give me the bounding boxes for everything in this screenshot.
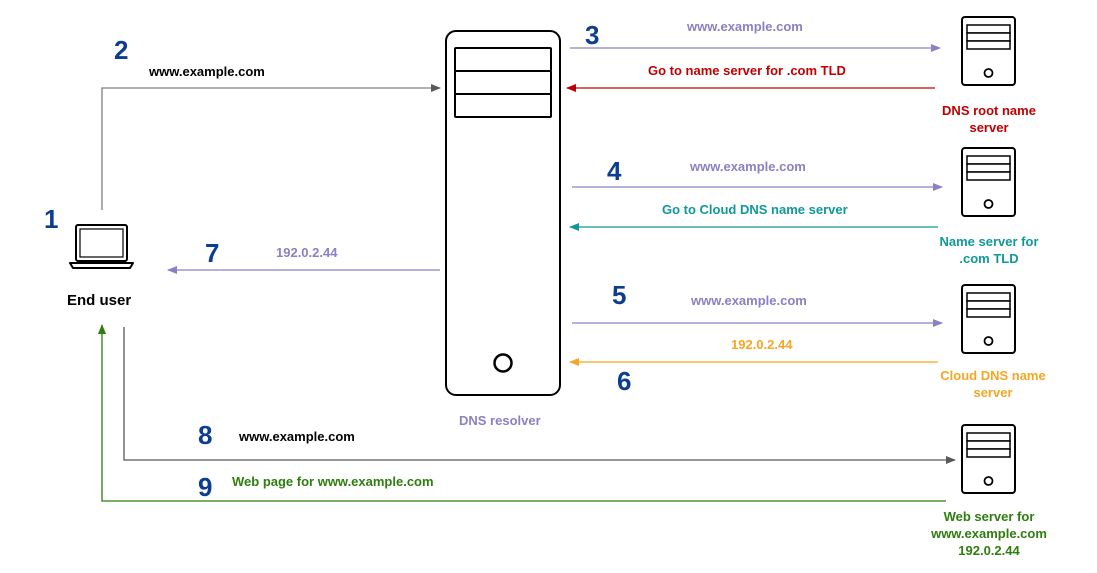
step-number-9: 9	[198, 472, 213, 502]
web-server-label: Web server for www.example.com 192.0.2.4…	[931, 509, 1047, 558]
tld-server-icon	[961, 147, 1016, 217]
edge-7-reply-label: 192.0.2.44	[276, 245, 338, 260]
step-number-6: 6	[617, 366, 632, 396]
cloud-dns-server-icon	[961, 284, 1016, 354]
edge-8-arrow	[123, 327, 956, 464]
edge-9-arrow	[98, 324, 946, 502]
edge-4-query-label: www.example.com	[690, 159, 806, 174]
web-server-icon	[961, 424, 1016, 494]
edge-3-reply-label: Go to name server for .com TLD	[648, 63, 846, 78]
step-number-3: 3	[585, 20, 600, 50]
edge-3-query-label: www.example.com	[687, 19, 803, 34]
step-number-8: 8	[198, 420, 213, 450]
root-server-label: DNS root name server	[942, 103, 1036, 135]
root-server-icon	[961, 16, 1016, 86]
edge-2-arrow	[101, 84, 441, 210]
step-number-1: 1	[44, 204, 59, 234]
tld-server-label: Name server for .com TLD	[939, 234, 1039, 266]
step-number-4: 4	[607, 156, 622, 186]
edge-8-label: www.example.com	[239, 429, 355, 444]
step-number-5: 5	[612, 280, 627, 310]
laptop-icon	[69, 224, 134, 269]
step-number-7: 7	[205, 238, 220, 268]
dns-resolver-server-icon	[445, 30, 561, 396]
step-number-2: 2	[114, 35, 129, 65]
edge-4-reply-label: Go to Cloud DNS name server	[662, 202, 848, 217]
edge-5-query-label: www.example.com	[691, 293, 807, 308]
cloud-dns-server-label: Cloud DNS name server	[940, 368, 1046, 400]
edge-9-label: Web page for www.example.com	[232, 474, 434, 489]
edge-6-reply-label: 192.0.2.44	[731, 337, 793, 352]
end-user-label: End user	[67, 292, 132, 309]
edge-2-label: www.example.com	[149, 64, 265, 79]
dns-resolver-label: DNS resolver	[459, 413, 541, 428]
